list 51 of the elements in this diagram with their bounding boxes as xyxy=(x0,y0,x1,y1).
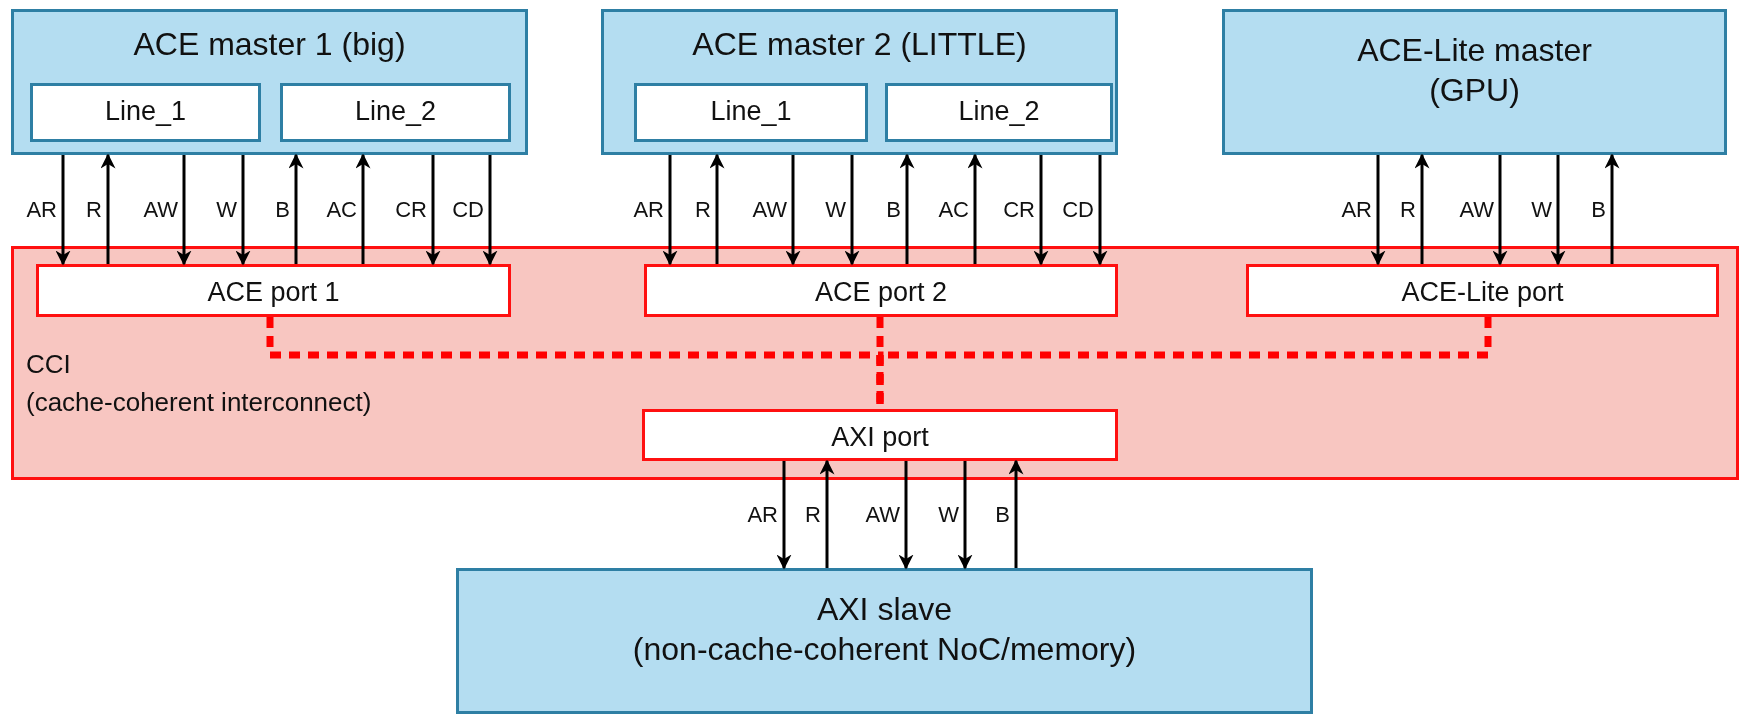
interconnect-box xyxy=(11,246,1739,480)
arrow xyxy=(819,459,835,568)
box-title: ACE-Lite port xyxy=(1400,277,1565,308)
port-box xyxy=(642,409,1118,461)
port-box xyxy=(644,264,1118,317)
arrow xyxy=(899,153,915,264)
box-title: ACE-Lite master xyxy=(1356,32,1593,68)
component-box xyxy=(456,568,1313,714)
box-title: Line_1 xyxy=(709,96,793,127)
port-box xyxy=(36,264,511,317)
component-box xyxy=(11,9,528,155)
box-title: Line_2 xyxy=(353,96,438,127)
arrow xyxy=(1414,153,1430,264)
port-box xyxy=(1246,264,1719,317)
arrow xyxy=(709,153,725,264)
arrow xyxy=(176,155,192,266)
arrow xyxy=(1550,155,1566,266)
box-subtitle: (GPU) xyxy=(1428,72,1521,108)
box-title: AXI port xyxy=(830,422,930,453)
arrow xyxy=(844,155,860,266)
arrow xyxy=(1492,155,1508,266)
arrow xyxy=(1008,459,1024,568)
box-title: Line_2 xyxy=(957,96,1041,127)
box-title: ACE port 1 xyxy=(206,277,341,308)
arrow xyxy=(785,155,801,266)
arrow xyxy=(235,155,251,266)
box-title: ACE master 2 (LITTLE) xyxy=(691,26,1028,62)
arrow xyxy=(898,461,914,570)
box-title: Line_1 xyxy=(103,96,188,127)
arrow xyxy=(1033,155,1049,266)
interconnect-subtitle: (cache-coherent interconnect) xyxy=(26,387,372,417)
arrow xyxy=(100,153,116,264)
arrow xyxy=(776,461,792,570)
arrow xyxy=(1370,155,1386,266)
arrow xyxy=(957,461,973,570)
arrow xyxy=(662,155,678,266)
interconnect-title: CCI xyxy=(26,349,71,379)
arrow xyxy=(1092,155,1108,266)
box-title: AXI slave xyxy=(815,591,954,627)
arrow xyxy=(967,153,983,264)
arrow xyxy=(55,155,71,266)
box-title: ACE master 1 (big) xyxy=(132,26,407,62)
box-title: ACE port 2 xyxy=(813,277,949,308)
component-box xyxy=(601,9,1118,155)
component-box xyxy=(1222,9,1727,155)
arrow xyxy=(482,155,498,266)
arrow xyxy=(425,155,441,266)
arrow xyxy=(355,153,371,264)
arrow xyxy=(288,153,304,264)
arrow xyxy=(1604,153,1620,264)
box-subtitle: (non-cache-coherent NoC/memory) xyxy=(631,631,1138,667)
